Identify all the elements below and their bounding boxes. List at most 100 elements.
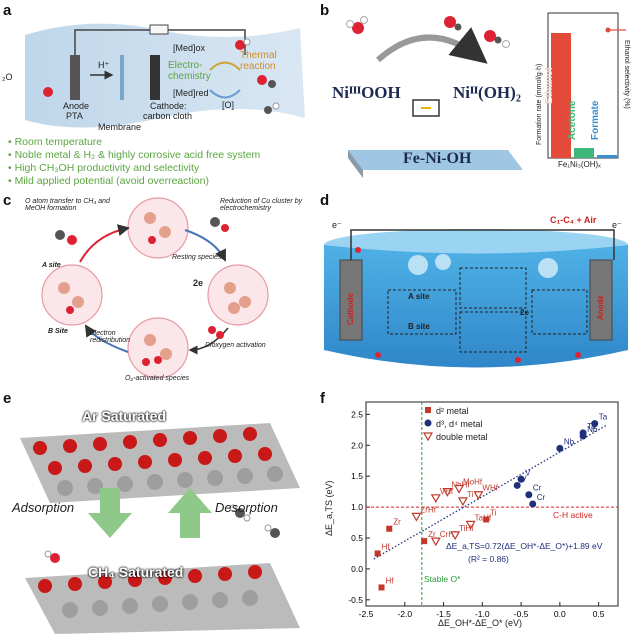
adsorption-surface-illustration [20, 423, 300, 634]
d-a-site: A site [408, 292, 430, 301]
panel-a-label: a [3, 2, 12, 19]
data-point [378, 584, 385, 591]
c-top-right-text: Reduction of Cu cluster by electrochemis… [220, 198, 303, 212]
b-ylabel-right: Ethanol selectivity (%) [623, 40, 630, 109]
x-tick-label: 0.5 [593, 609, 605, 619]
point-label: Hf [382, 542, 391, 551]
panel-e-label: e [3, 390, 12, 407]
fe-ni-oh-label: Fe-Ni-OH [403, 150, 472, 167]
data-point [483, 516, 490, 523]
anode-pta-label: PTA [66, 111, 83, 121]
d-cathode-label: Cathode [346, 293, 355, 325]
y-tick-label: 1.0 [351, 502, 363, 512]
f-ylabel: ΔE_a,TS (eV) [324, 480, 334, 536]
legend-marker-d2 [425, 407, 431, 413]
thermal-label-2: reaction [240, 61, 276, 72]
point-label: Ta [599, 413, 608, 422]
anode-label: Anode [63, 101, 90, 111]
panel-c: c O atom transfer to CH₄ and MeOH format… [0, 190, 316, 385]
d-eminus-right: e⁻ [612, 220, 622, 230]
d-b-site: B site [408, 322, 430, 331]
bullet-2: • Noble metal & H₂ & highly corrosive ac… [8, 149, 261, 161]
point-label: V [525, 468, 531, 477]
membrane-label: Membrane [98, 122, 142, 132]
bar-acetone [574, 148, 594, 158]
f-stable: Stable O* [424, 574, 461, 584]
panel-d: d C₁-C₄ + Air Cathode Anode e⁻ e⁻ A site… [318, 190, 633, 385]
thermal-label-1: Thermal [240, 50, 277, 61]
point-label: Hf [386, 576, 395, 585]
c-dioxygen: Dioxygen activation [205, 342, 266, 349]
f-legend-d2: d² metal [436, 406, 469, 416]
data-point [450, 531, 461, 541]
d-2e: 2e [520, 308, 529, 317]
point-label: Ti [467, 490, 474, 499]
point-label: Ta [587, 422, 596, 431]
panel-c-label: c [3, 192, 12, 209]
oxygen-label: [O] [222, 100, 235, 110]
f-xlabel: ΔE_OH*-ΔE_O* (eV) [438, 618, 523, 628]
data-point [525, 491, 533, 499]
c-2e: 2e [193, 278, 204, 288]
bar-ethanol [551, 33, 571, 158]
data-point [473, 491, 484, 500]
point-label: Ti [490, 508, 497, 517]
x-tick-label: -0.5 [514, 609, 529, 619]
data-point [430, 537, 441, 547]
data-point [465, 520, 476, 530]
d-anode-label: Anode [596, 295, 605, 320]
bullet-4: • Mild applied potential (avoid overreac… [8, 175, 209, 187]
point-label: WHf [482, 484, 498, 493]
legend-marker-d34 [424, 419, 432, 427]
c-a-site: A site [42, 262, 61, 269]
bullet-1: • Room temperature [8, 136, 103, 148]
electrochemistry-label-2: chemistry [168, 71, 211, 82]
y-tick-label: 2.0 [351, 440, 363, 450]
data-point [454, 484, 465, 494]
data-point [374, 550, 381, 557]
x-tick-label: -2.5 [359, 609, 374, 619]
data-point [421, 538, 428, 545]
data-point [579, 432, 587, 440]
bar-formate [597, 155, 617, 158]
ni2-label: Niᴵᴵ(OH)₂ [453, 83, 521, 102]
data-point [513, 481, 521, 489]
data-point [386, 525, 393, 532]
c-electron: Electron redistribution [90, 330, 131, 344]
data-point [591, 420, 599, 428]
formation-rate-bar-chart [547, 12, 626, 159]
e-desorption-label: Desorption [215, 500, 278, 515]
f-r2: (R² = 0.86) [468, 554, 509, 564]
point-label: Cr [533, 484, 542, 493]
point-label: CrHf [440, 530, 457, 539]
panel-f-label: f [320, 390, 325, 407]
data-point [529, 500, 537, 508]
bar-label-acetone: Acetone [567, 100, 578, 140]
y-tick-label: 1.5 [351, 471, 363, 481]
c-top-left-text: O atom transfer to CH₄ and MeOH formatio… [25, 198, 110, 212]
data-point [517, 475, 525, 483]
point-label: ZrHf [420, 505, 436, 514]
med-ox-label: [Med]ox [173, 43, 206, 53]
e-ar-label: Ar Saturated [82, 408, 167, 424]
cathode-label: Cathode: [150, 101, 187, 111]
c-o2-activated: O₂-activated species [125, 375, 190, 382]
ni-redox-illustration [346, 16, 523, 178]
data-point [411, 512, 422, 522]
electrochem-tank-illustration [324, 229, 628, 368]
panel-b: b NiᴵᴵᴵOOH Niᴵᴵ(OH)₂ Fe-Ni-OH Ethanol Ac… [318, 0, 633, 190]
h-plus-label: H⁺ [98, 60, 110, 70]
b-xlabel: Fe₁Ni₃(OH)ₓ [558, 160, 601, 169]
x-tick-label: -1.0 [475, 609, 490, 619]
f-legend-d34: d³, d⁴ metal [436, 419, 483, 429]
c-resting: Resting species [172, 254, 222, 261]
x-tick-label: -1.5 [436, 609, 451, 619]
point-label: Nb [587, 425, 598, 434]
med-red-label: [Med]red [173, 88, 209, 98]
point-label: Zr [428, 530, 436, 539]
ni3-label: NiᴵᴵᴵOOH [332, 83, 401, 102]
bullet-3: • High CH₃OH productivity and selectivit… [8, 162, 200, 174]
plot-frame [365, 401, 619, 607]
